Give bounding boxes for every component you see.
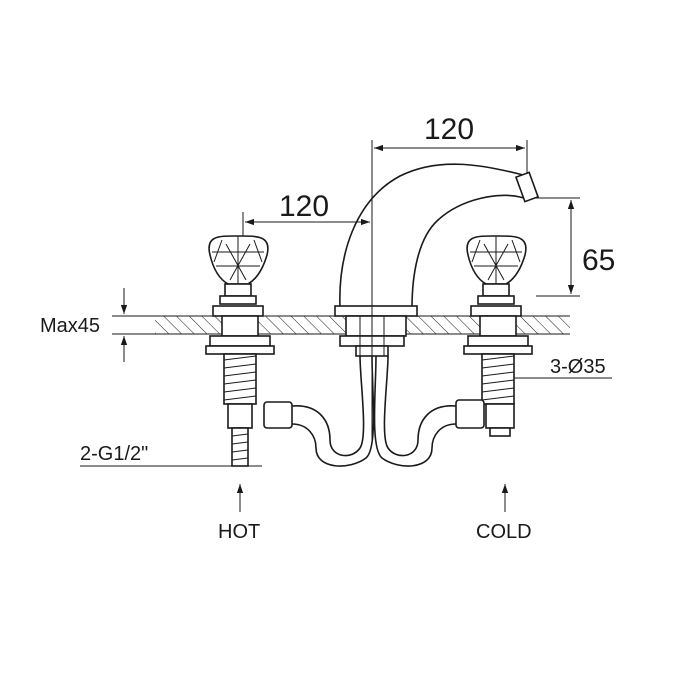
dimension-handle-spacing: 120: [242, 190, 370, 236]
spout-height-label: 65: [582, 244, 615, 277]
hot-shank: [205, 315, 275, 467]
hot-inlet: HOT: [218, 484, 260, 543]
dimension-connection: 2-G1/2": [80, 443, 262, 467]
handle-spacing-label: 120: [279, 190, 329, 223]
hot-handle: [208, 235, 269, 317]
dimension-spout-reach: 120: [371, 113, 528, 296]
cold-label: COLD: [476, 521, 532, 543]
connection-label: 2-G1/2": [80, 443, 148, 465]
hot-label: HOT: [218, 521, 260, 543]
cold-inlet: COLD: [476, 484, 532, 543]
spout-reach-label: 120: [424, 113, 474, 146]
hole-diameter-label: 3-Ø35: [550, 356, 606, 378]
dimension-max-deck: Max45: [40, 288, 155, 362]
cold-shank: [463, 315, 533, 437]
cold-handle: [466, 235, 527, 317]
dimension-hole-diameter: 3-Ø35: [514, 356, 612, 379]
dimension-spout-height: 65: [534, 197, 615, 297]
connection-hoses: [263, 355, 485, 467]
max-deck-label: Max45: [40, 315, 100, 337]
